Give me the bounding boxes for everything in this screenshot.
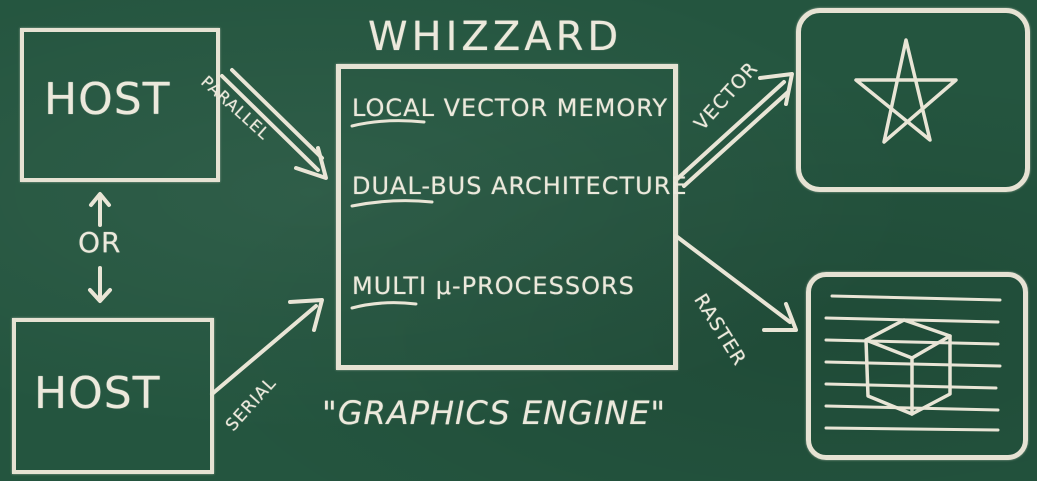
parallel-arrow (220, 68, 328, 180)
feature-local-vector-memory: LOCAL VECTOR MEMORY (352, 94, 668, 122)
host-label-top: HOST (44, 74, 171, 125)
feature-emphasis-multi: MULTI (352, 272, 428, 300)
cube-raster-icon (824, 294, 1002, 432)
or-label: OR (78, 226, 122, 259)
host-box-top (20, 28, 220, 182)
feature-underlines (350, 119, 434, 310)
engine-box (336, 64, 678, 370)
feature-emphasis-local: LOCAL (352, 94, 435, 122)
feature-multi-processors: MULTI μ-PROCESSORS (352, 272, 635, 300)
feature-rest-dual-bus: ARCHITECTURE (482, 172, 688, 200)
serial-arrow (210, 298, 324, 396)
vector-arrow (674, 72, 794, 188)
feature-emphasis-dual-bus: DUAL-BUS (352, 172, 483, 200)
host-box-bottom (12, 318, 214, 474)
raster-display-box (806, 272, 1028, 460)
feature-rest-multi: μ-PROCESSORS (427, 272, 635, 300)
feature-rest-local: VECTOR MEMORY (434, 94, 669, 122)
host-label-bottom: HOST (34, 368, 161, 419)
feature-dual-bus-architecture: DUAL-BUS ARCHITECTURE (352, 172, 688, 200)
diagram-subtitle: "GRAPHICS ENGINE" (322, 394, 667, 432)
raster-arrow (674, 234, 798, 332)
vector-display-box (796, 8, 1030, 192)
star-icon (854, 38, 958, 144)
diagram-title: WHIZZARD (368, 14, 623, 60)
or-arrows (88, 192, 112, 303)
